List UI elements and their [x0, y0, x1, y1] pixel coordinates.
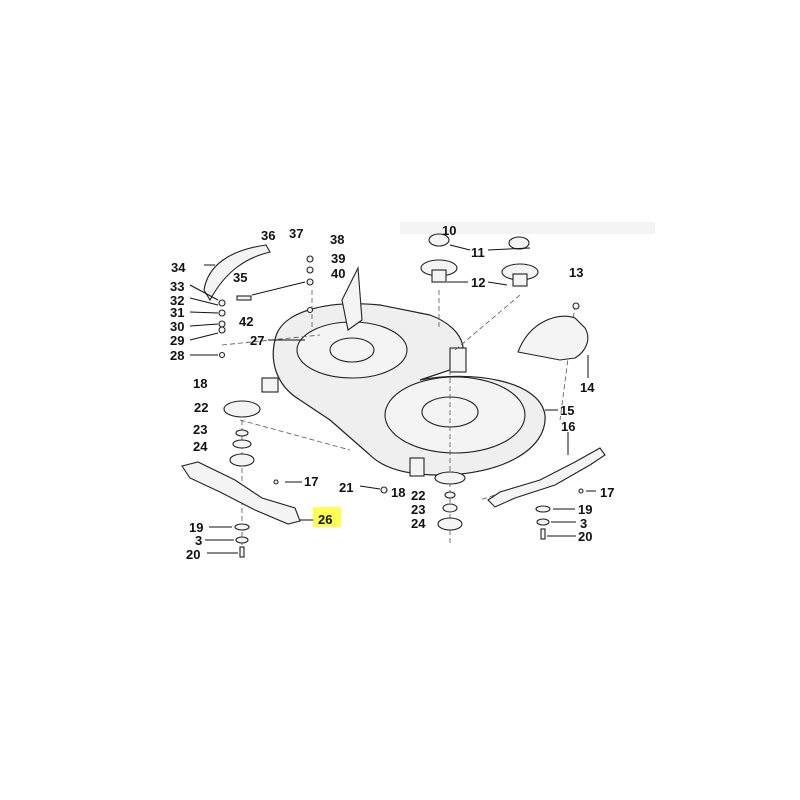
- callout-21[interactable]: 21: [339, 480, 353, 495]
- callout-36[interactable]: 36: [261, 228, 275, 243]
- small-hardware: [218, 255, 584, 494]
- callout-19-right[interactable]: 19: [578, 502, 592, 517]
- callout-28[interactable]: 28: [170, 348, 184, 363]
- blade-left: [181, 461, 301, 525]
- handle-lever: [203, 244, 271, 302]
- spring: [236, 295, 252, 301]
- callout-26[interactable]: 26: [318, 512, 332, 527]
- callout-27[interactable]: 27: [250, 333, 264, 348]
- callout-24-center[interactable]: 24: [411, 516, 426, 531]
- leader-lines: [189, 244, 596, 554]
- callout-17-right[interactable]: 17: [600, 485, 614, 500]
- callout-24-left[interactable]: 24: [193, 439, 208, 454]
- top-crop-band: [400, 222, 655, 234]
- callout-14[interactable]: 14: [580, 380, 595, 395]
- callout-32[interactable]: 32: [170, 293, 184, 308]
- callout-39[interactable]: 39: [331, 251, 345, 266]
- callout-11[interactable]: 11: [471, 245, 485, 260]
- callout-31[interactable]: 31: [170, 305, 184, 320]
- callout-13[interactable]: 13: [569, 265, 583, 280]
- callout-20-left[interactable]: 20: [186, 547, 200, 562]
- callout-10[interactable]: 10: [442, 223, 456, 238]
- callout-42[interactable]: 42: [239, 314, 253, 329]
- spindles: [223, 233, 551, 558]
- callout-30[interactable]: 30: [170, 319, 184, 334]
- callout-19-left[interactable]: 19: [189, 520, 203, 535]
- callout-29[interactable]: 29: [170, 333, 184, 348]
- callout-15[interactable]: 15: [560, 403, 574, 418]
- callout-18-center[interactable]: 18: [391, 485, 405, 500]
- callout-16[interactable]: 16: [561, 419, 575, 434]
- blade-right: [487, 447, 606, 508]
- callout-22-left[interactable]: 22: [194, 400, 208, 415]
- callout-23-center[interactable]: 23: [411, 502, 425, 517]
- mower-deck: [261, 265, 546, 477]
- callout-20-right[interactable]: 20: [578, 529, 592, 544]
- callout-33[interactable]: 33: [170, 279, 184, 294]
- callout-12[interactable]: 12: [471, 275, 485, 290]
- callout-17-left[interactable]: 17: [304, 474, 318, 489]
- callout-40[interactable]: 40: [331, 266, 345, 281]
- callout-3-left[interactable]: 3: [195, 533, 202, 548]
- callout-3-right[interactable]: 3: [580, 516, 587, 531]
- rod: [251, 281, 306, 296]
- pulley-cover: [517, 315, 589, 361]
- highlight-marker: [313, 507, 341, 527]
- callout-22-center[interactable]: 22: [411, 488, 425, 503]
- callout-35[interactable]: 35: [233, 270, 247, 285]
- callout-labels: 10 11 12 13 14 15 16 17 17 18 18 19 19 2…: [170, 223, 614, 562]
- callout-38[interactable]: 38: [330, 232, 344, 247]
- callout-23-left[interactable]: 23: [193, 422, 207, 437]
- callout-18-left[interactable]: 18: [193, 376, 207, 391]
- callout-34[interactable]: 34: [171, 260, 186, 275]
- callout-37[interactable]: 37: [289, 226, 303, 241]
